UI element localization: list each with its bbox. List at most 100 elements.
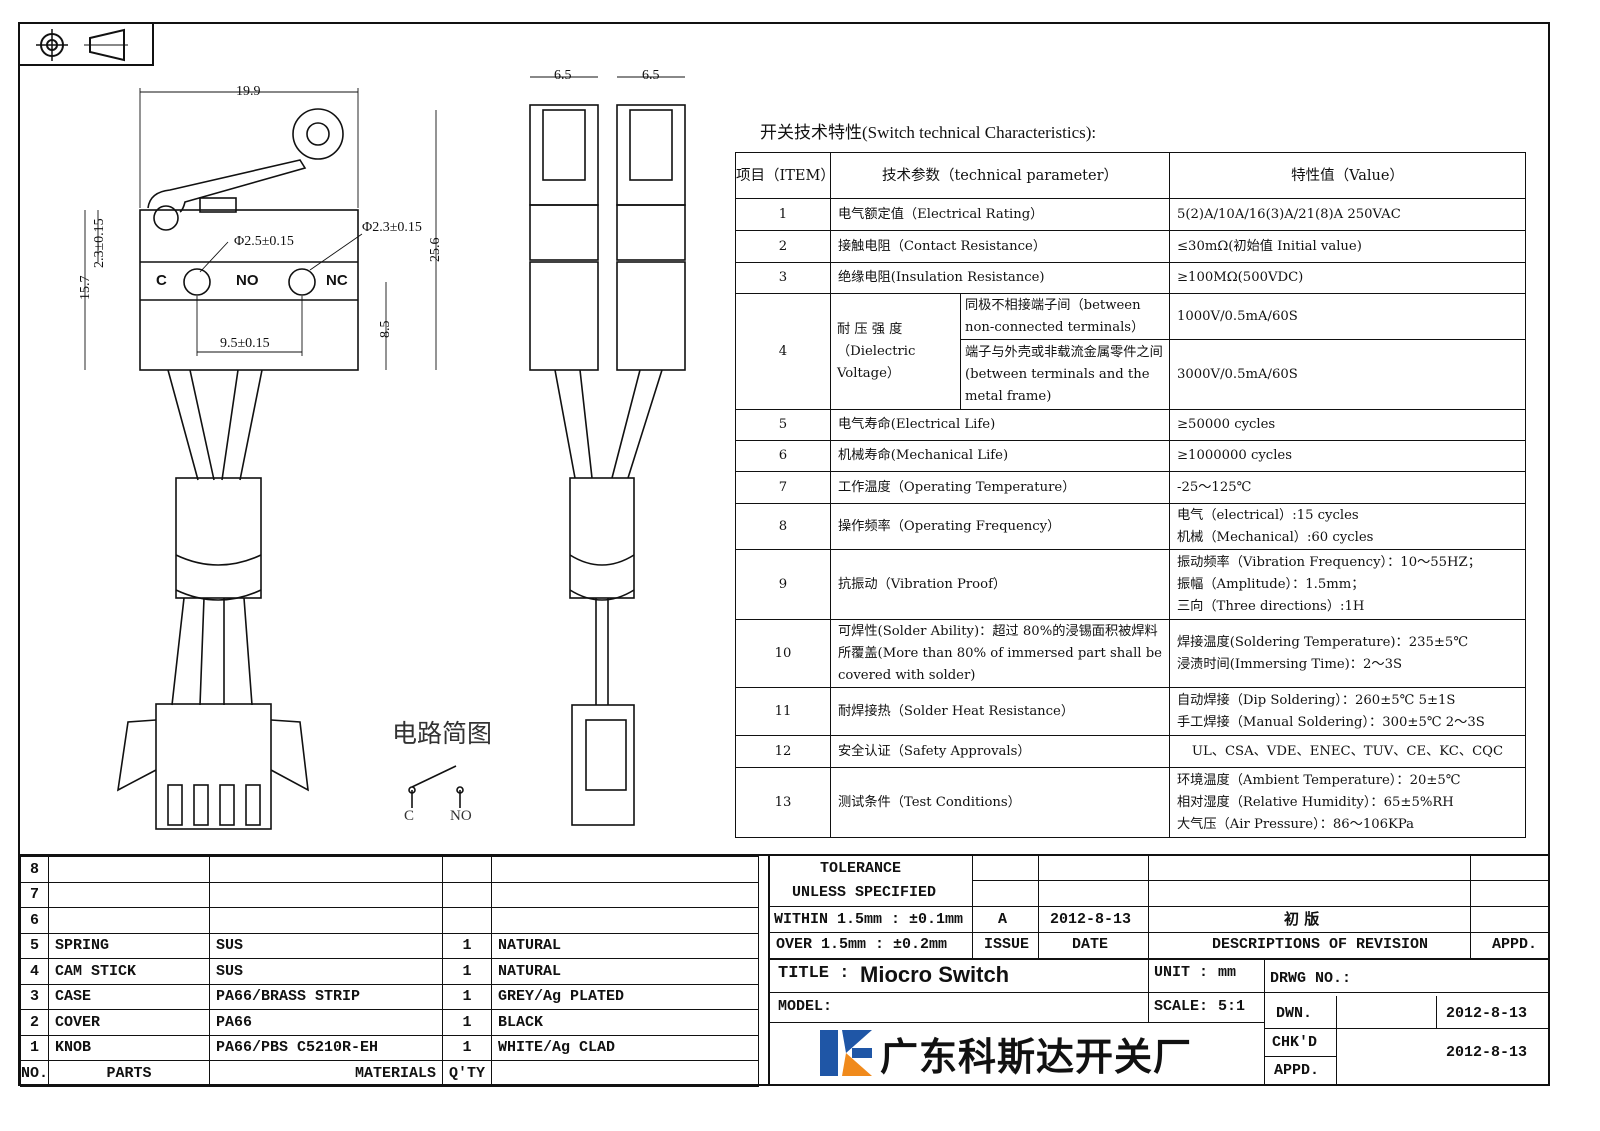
bom-no: 3 [19, 983, 50, 1010]
spec-row-param: 可焊性(Solder Ability)：超过 80%的浸锡面积被焊料所覆盖(Mo… [830, 619, 1170, 688]
spec-row-no: 3 [735, 262, 831, 294]
tb-line [1148, 958, 1149, 1022]
tb-line [1436, 996, 1437, 1028]
company-logo-icon [820, 1030, 872, 1076]
tb-line [770, 992, 1550, 993]
revision-issue-value: A [998, 911, 1008, 928]
bom-no: 4 [19, 958, 50, 985]
spec-row-value: ≥1000000 cycles [1169, 440, 1526, 472]
bom-part [48, 881, 211, 908]
spec-row13-v3: 大气压（Air Pressure）：86～106KPa [1177, 816, 1415, 832]
bom-row: 2 COVER PA66 1 BLACK [19, 1009, 760, 1036]
bom-qty [442, 907, 493, 934]
bom-material: PA66 [209, 1009, 444, 1036]
spec-row-8: 8 操作频率（Operating Frequency） 电气（electrica… [735, 503, 1526, 550]
bom-row: 4 CAM STICK SUS 1 NATURAL [19, 958, 760, 985]
spec-row13-value: 环境温度（Ambient Temperature）：20±5℃ 相对湿度（Rel… [1169, 767, 1526, 838]
spec-row: 1 电气额定值（Electrical Rating） 5(2)A/10A/16(… [735, 198, 1526, 231]
spec-row-value: ≤30mΩ(初始值 Initial value) [1169, 230, 1526, 263]
tb-line [770, 906, 1550, 907]
bom-no: 8 [19, 856, 50, 883]
spec-row-13: 13 测试条件（Test Conditions） 环境温度（Ambient Te… [735, 767, 1526, 838]
dim-side-width-2: 6.5 [642, 68, 660, 83]
circuit-c-label: C [404, 808, 415, 824]
bom-footer-qty: Q'TY [442, 1060, 493, 1087]
spec-row: 2 接触电阻（Contact Resistance） ≤30mΩ(初始值 Ini… [735, 230, 1526, 263]
spec-title: 开关技术特性(Switch technical Characteristics)… [760, 123, 1097, 142]
spec-row-no: 13 [735, 767, 831, 838]
spec-row4-val1: 1000V/0.5mA/60S [1169, 293, 1526, 340]
checked-label: CHK'D [1272, 1034, 1318, 1051]
spec-row-no: 9 [735, 549, 831, 620]
spec-row-11: 11 耐焊接热（Solder Heat Resistance） 自动焊接（Dip… [735, 687, 1526, 736]
tolerance-within: WITHIN 1.5mm : ±0.1mm [774, 911, 964, 928]
tb-line [1264, 1028, 1550, 1029]
circuit-no-label: NO [450, 808, 472, 824]
spec-row13-v1: 环境温度（Ambient Temperature）：20±5℃ [1177, 772, 1461, 788]
bom-material: SUS [209, 932, 444, 959]
bom-no: 7 [19, 881, 50, 908]
spec-row-no: 6 [735, 440, 831, 472]
bom-row: 8 [19, 856, 760, 883]
bom-qty: 1 [442, 958, 493, 985]
tb-line [770, 932, 1550, 933]
bom-row: 3 CASE PA66/BRASS STRIP 1 GREY/Ag PLATED [19, 983, 760, 1010]
spec-row-no: 1 [735, 198, 831, 231]
bom-qty [442, 881, 493, 908]
bom-finish [491, 881, 760, 908]
spec-row-param: 工作温度（Operating Temperature） [830, 471, 1170, 504]
spec-header-row: 项目（ITEM） 技术参数（technical parameter） 特性值（V… [735, 152, 1526, 199]
dim-hole-right: Φ2.3±0.15 [362, 220, 422, 235]
spec-row-no: 10 [735, 619, 831, 688]
tb-line [770, 1022, 1264, 1023]
drawn-label: DWN. [1276, 1005, 1313, 1022]
model-label: MODEL: [778, 998, 833, 1015]
terminal-nc-label: NC [326, 272, 348, 289]
revision-date-value: 2012-8-13 [1050, 911, 1132, 928]
revision-appd-label: APPD. [1492, 936, 1538, 953]
issue-label: ISSUE [984, 936, 1030, 953]
bom-finish [491, 907, 760, 934]
spec-row-param: 安全认证（Safety Approvals） [830, 735, 1170, 768]
spec-row9-v2: 振幅（Amplitude）：1.5mm； [1177, 576, 1365, 592]
spec-row4-sub2: 端子与外壳或非载流金属零件之间(between terminals and th… [959, 339, 1171, 410]
bom-part: SPRING [48, 932, 211, 959]
spec-row-param: 操作频率（Operating Frequency） [830, 503, 1170, 550]
spec-row8-v1: 电气（electrical）:15 cycles [1177, 507, 1359, 523]
spec-row-no: 2 [735, 230, 831, 263]
approved-label: APPD. [1274, 1062, 1320, 1079]
spec-row-4b: 端子与外壳或非载流金属零件之间(between terminals and th… [736, 339, 1526, 410]
spec-header-item: 项目（ITEM） [735, 152, 835, 199]
bom-material [209, 907, 444, 934]
tb-line [1264, 1056, 1336, 1057]
spec-row8-v2: 机械（Mechanical）:60 cycles [1177, 529, 1374, 545]
unit-label: UNIT : [1154, 964, 1209, 981]
bom-part [48, 856, 211, 883]
drawing-title: Miocro Switch [860, 962, 1010, 987]
bom-qty [442, 856, 493, 883]
bom-no: 1 [19, 1034, 50, 1061]
spec-row-param: 绝缘电阻(Insulation Resistance) [830, 262, 1170, 294]
spec-row-param: 机械寿命(Mechanical Life) [830, 440, 1170, 472]
spec-row-no: 8 [735, 503, 831, 550]
title-block-divider [768, 854, 770, 1086]
bom-row: 1 KNOB PA66/PBS C5210R-EH 1 WHITE/Ag CLA… [19, 1034, 760, 1061]
spec-row10-value: 焊接温度(Soldering Temperature)：235±5℃ 浸渍时间(… [1169, 619, 1526, 688]
bom-footer-row: NO. PARTS MATERIALS Q'TY [19, 1060, 760, 1087]
spec-row11-v2: 手工焊接（Manual Soldering）：300±5℃ 2～3S [1177, 714, 1485, 730]
scale-label: SCALE: [1154, 998, 1209, 1015]
bom-material: PA66/PBS C5210R-EH [209, 1034, 444, 1061]
spec-header-param: 技术参数（technical parameter） [830, 152, 1170, 199]
bom-material: PA66/BRASS STRIP [209, 983, 444, 1010]
bom-no: 2 [19, 1009, 50, 1036]
drawing-border [18, 22, 1550, 1086]
spec-row-param: 测试条件（Test Conditions） [830, 767, 1170, 838]
spec-row-param: 接触电阻（Contact Resistance） [830, 230, 1170, 263]
dim-height-total: 15.7 [78, 275, 93, 301]
scale-value: 5:1 [1218, 998, 1246, 1015]
bom-part: CAM STICK [48, 958, 211, 985]
circuit-diagram-title: 电路简图 [392, 719, 493, 748]
spec-row: 12 安全认证（Safety Approvals） UL、CSA、VDE、ENE… [735, 735, 1526, 768]
bom-part [48, 907, 211, 934]
